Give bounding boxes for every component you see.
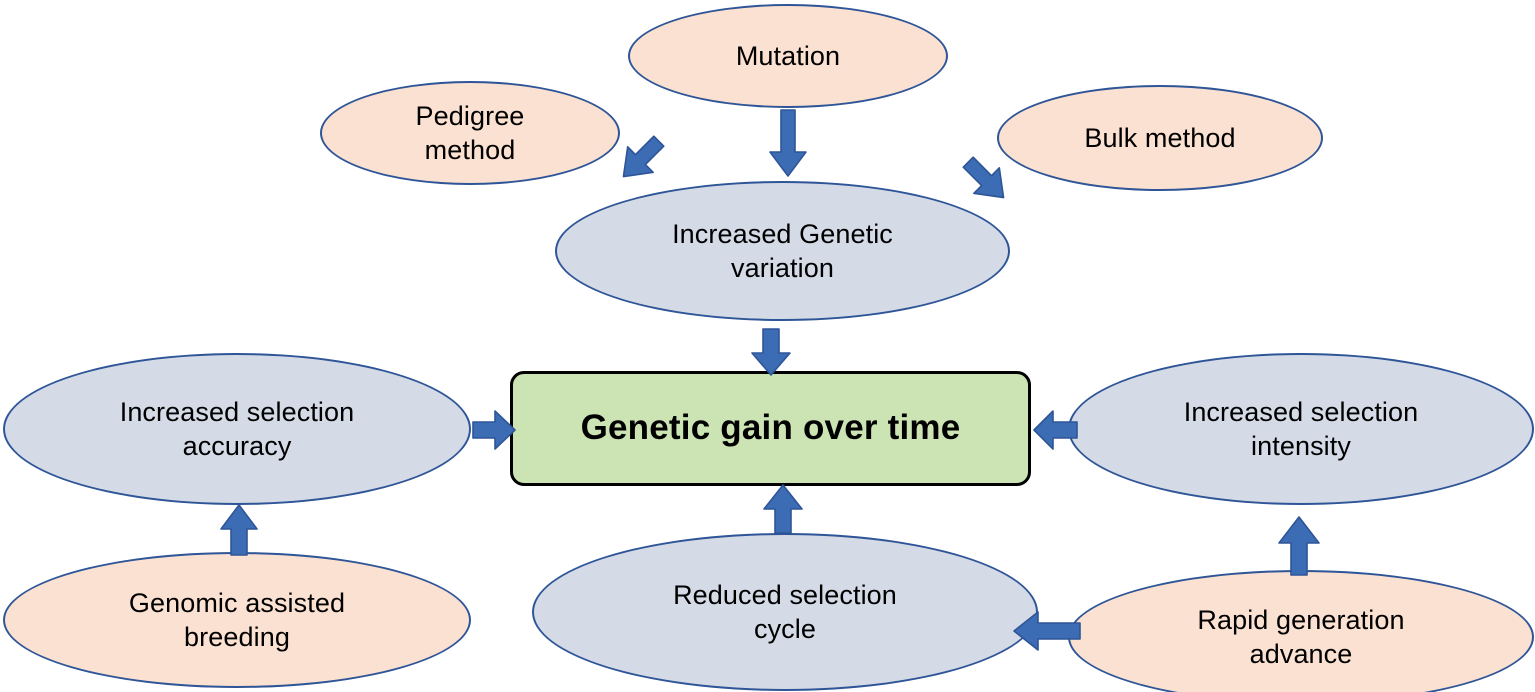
node-reduced-selection-cycle-label: Reduced selection cycle [673, 579, 897, 644]
node-increased-selection-intensity[interactable]: Increased selection intensity [1068, 353, 1534, 505]
arrow-mutation-to-variation [766, 109, 810, 178]
node-mutation[interactable]: Mutation [628, 4, 948, 108]
node-bulk-method-label: Bulk method [1084, 122, 1236, 153]
node-pedigree-method-label: Pedigree method [415, 100, 525, 165]
arrow-bulk-to-variation [955, 152, 1021, 212]
node-pedigree-method[interactable]: Pedigree method [320, 81, 620, 185]
node-mutation-label: Mutation [735, 40, 841, 71]
node-increased-selection-accuracy[interactable]: Increased selection accuracy [3, 353, 471, 505]
node-reduced-selection-cycle[interactable]: Reduced selection cycle [532, 533, 1038, 691]
node-increased-selection-accuracy-label: Increased selection accuracy [119, 396, 355, 461]
arrow-cycle-to-gain [760, 483, 806, 535]
node-rapid-generation-advance[interactable]: Rapid generation advance [1068, 570, 1534, 692]
node-bulk-method[interactable]: Bulk method [997, 85, 1323, 191]
arrow-rapid-to-intensity [1274, 515, 1324, 577]
node-genetic-gain-over-time-label: Genetic gain over time [580, 408, 961, 448]
node-increased-selection-intensity-label: Increased selection intensity [1183, 396, 1419, 461]
node-rapid-generation-advance-label: Rapid generation advance [1197, 604, 1405, 669]
node-genomic-assisted-breeding[interactable]: Genomic assisted breeding [3, 552, 471, 688]
node-increased-genetic-variation[interactable]: Increased Genetic variation [555, 181, 1010, 321]
node-increased-genetic-variation-label: Increased Genetic variation [672, 218, 893, 283]
node-genetic-gain-over-time[interactable]: Genetic gain over time [510, 371, 1031, 486]
arrow-breeding-to-accuracy [216, 503, 262, 557]
arrow-variation-to-gain [748, 328, 794, 377]
node-genomic-assisted-breeding-label: Genomic assisted breeding [128, 587, 346, 652]
